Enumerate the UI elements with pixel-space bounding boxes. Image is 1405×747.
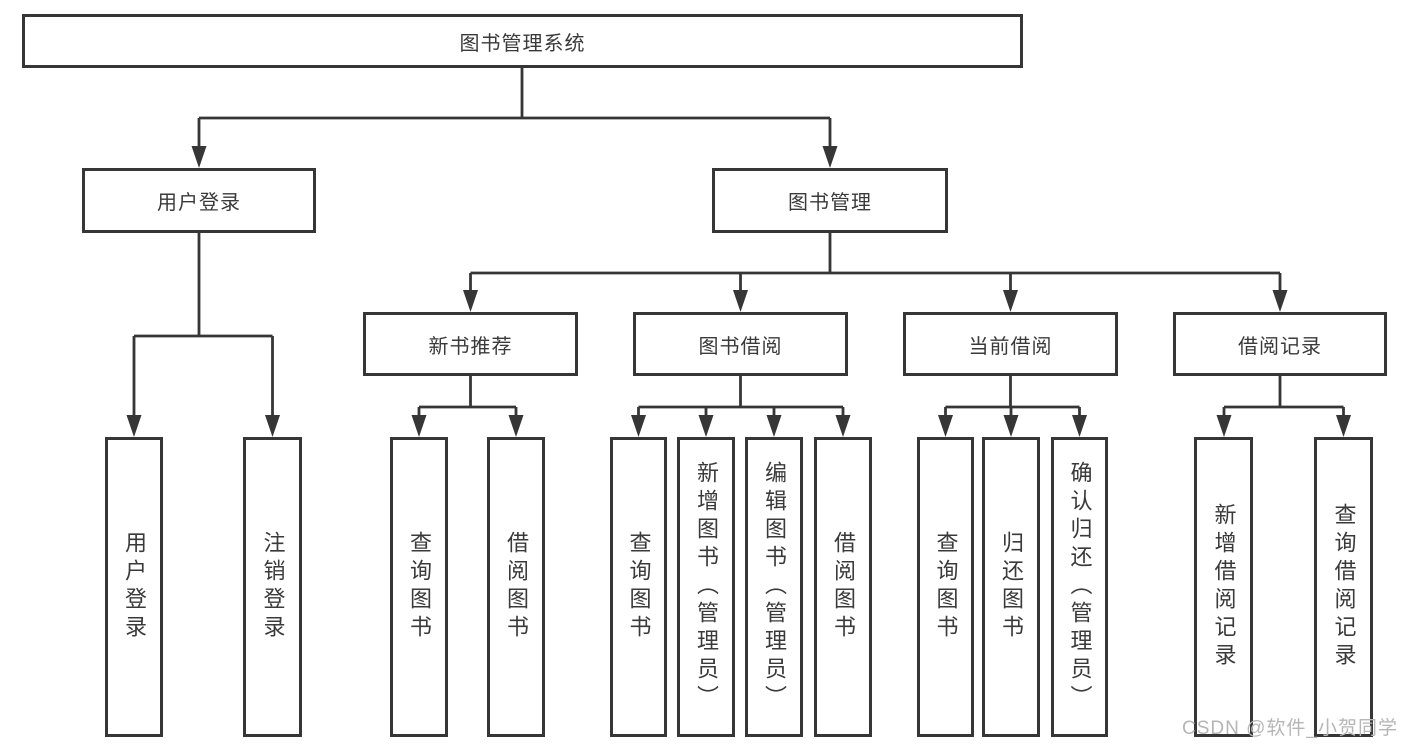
node-label: 借阅记录	[1238, 335, 1322, 358]
arrowheads	[126, 146, 1351, 437]
leaf-label: 新增借阅记录	[1211, 503, 1237, 671]
node-borrowing-records: 借阅记录	[1173, 312, 1387, 376]
leaf-label: 查询借阅记录	[1331, 503, 1357, 671]
leaf-label: 编辑图书（管理员）	[762, 461, 787, 713]
leaf-label: 用户登录	[122, 531, 147, 643]
node-label: 图书管理系统	[459, 32, 586, 55]
leaf-query-books-borrowing: 查询图书	[610, 437, 667, 737]
leaf-query-borrowing-record: 查询借阅记录	[1314, 437, 1373, 737]
node-user-login: 用户登录	[82, 168, 316, 233]
leaf-user-login: 用户登录	[105, 437, 163, 737]
leaf-return-books: 归还图书	[982, 437, 1040, 737]
node-new-book-recommendation: 新书推荐	[363, 312, 578, 376]
leaf-query-books-recommend: 查询图书	[390, 437, 448, 737]
node-current-borrowing: 当前借阅	[903, 312, 1118, 376]
csdn-watermark: CSDN @软件_小贺同学	[1182, 718, 1398, 739]
leaf-borrow-books-borrowing: 借阅图书	[814, 437, 872, 737]
leaf-query-books-current: 查询图书	[917, 437, 974, 737]
leaf-label: 查询图书	[626, 531, 652, 643]
node-label: 图书借阅	[698, 335, 783, 358]
leaf-label: 借阅图书	[504, 531, 529, 643]
node-book-borrowing: 图书借阅	[633, 312, 848, 376]
leaf-label: 归还图书	[999, 531, 1024, 643]
leaf-label: 查询图书	[933, 531, 959, 643]
node-label: 新书推荐	[428, 335, 513, 358]
leaf-edit-books-admin: 编辑图书（管理员）	[745, 437, 803, 737]
leaf-label: 查询图书	[407, 531, 432, 643]
node-label: 当前借阅	[968, 335, 1053, 358]
node-label: 图书管理	[788, 192, 872, 214]
node-label: 用户登录	[157, 192, 241, 214]
leaf-label: 新增图书（管理员）	[694, 461, 719, 713]
leaf-logout-login: 注销登录	[243, 437, 302, 737]
leaf-borrow-books-recommend: 借阅图书	[487, 437, 545, 737]
leaf-label: 注销登录	[260, 531, 286, 643]
node-library-management-system: 图书管理系统	[22, 14, 1023, 68]
node-book-management: 图书管理	[712, 168, 948, 233]
leaf-label: 确认归还（管理员）	[1067, 461, 1093, 713]
leaf-add-borrowing-record: 新增借阅记录	[1194, 437, 1253, 737]
leaf-add-books-admin: 新增图书（管理员）	[677, 437, 735, 737]
connector-strokes	[132, 68, 1345, 417]
leaf-label: 借阅图书	[831, 531, 856, 643]
leaf-confirm-return-admin: 确认归还（管理员）	[1051, 437, 1108, 737]
